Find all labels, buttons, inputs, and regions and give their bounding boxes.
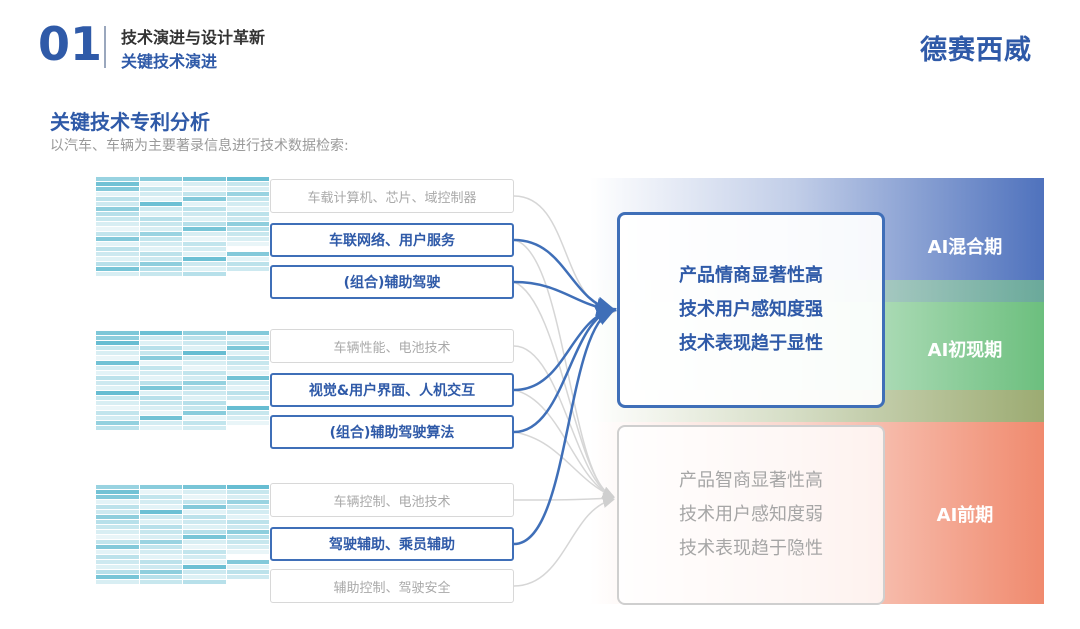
tech-label-hmi: 视觉&用户界面、人机交互 [270,373,514,407]
phase-label-emerging: AI初现期 [927,340,1003,361]
tech-label-computing: 车载计算机、芯片、域控制器 [270,179,514,213]
conclusion-box-weak: 产品智商显著性高 技术用户感知度弱 技术表现趋于隐性 [617,425,885,605]
conclusion-line: 产品智商显著性高 [679,470,823,491]
tech-label-vehicle-performance: 车辆性能、电池技术 [270,329,514,363]
conclusion-line: 技术用户感知度强 [679,299,823,320]
phase-label-early: AI前期 [936,505,994,526]
heatmap-thumbnail-3 [48,484,270,592]
heatmap-thumbnail-1 [48,176,270,284]
tech-label-driver-assistance: 驾驶辅助、乘员辅助 [270,527,514,561]
header-subtitle: 关键技术演进 [121,52,218,71]
section-subtitle: 以汽车、车辆为主要著录信息进行技术数据检索: [50,138,349,154]
brand-logo: 德赛西威 [920,35,1032,66]
section-title: 关键技术专利分析 [50,110,210,134]
tech-label-safety: 辅助控制、驾驶安全 [270,569,514,603]
phase-label-hybrid: AI混合期 [927,237,1003,258]
conclusion-line: 产品情商显著性高 [679,265,823,286]
header-title: 技术演进与设计革新 [121,28,266,47]
tech-label-driving-algorithm: (组合)辅助驾驶算法 [270,415,514,449]
header-divider [104,26,106,68]
conclusion-line: 技术用户感知度弱 [679,504,823,525]
conclusion-line: 技术表现趋于隐性 [679,538,823,559]
tech-label-assisted-driving: (组合)辅助驾驶 [270,265,514,299]
section-number: 01 [38,17,103,71]
tech-label-vehicle-control: 车辆控制、电池技术 [270,483,514,517]
heatmap-thumbnail-2 [48,330,270,438]
tech-label-connected-services: 车联网络、用户服务 [270,223,514,257]
conclusion-line: 技术表现趋于显性 [679,333,823,354]
conclusion-box-strong: 产品情商显著性高 技术用户感知度强 技术表现趋于显性 [617,212,885,408]
